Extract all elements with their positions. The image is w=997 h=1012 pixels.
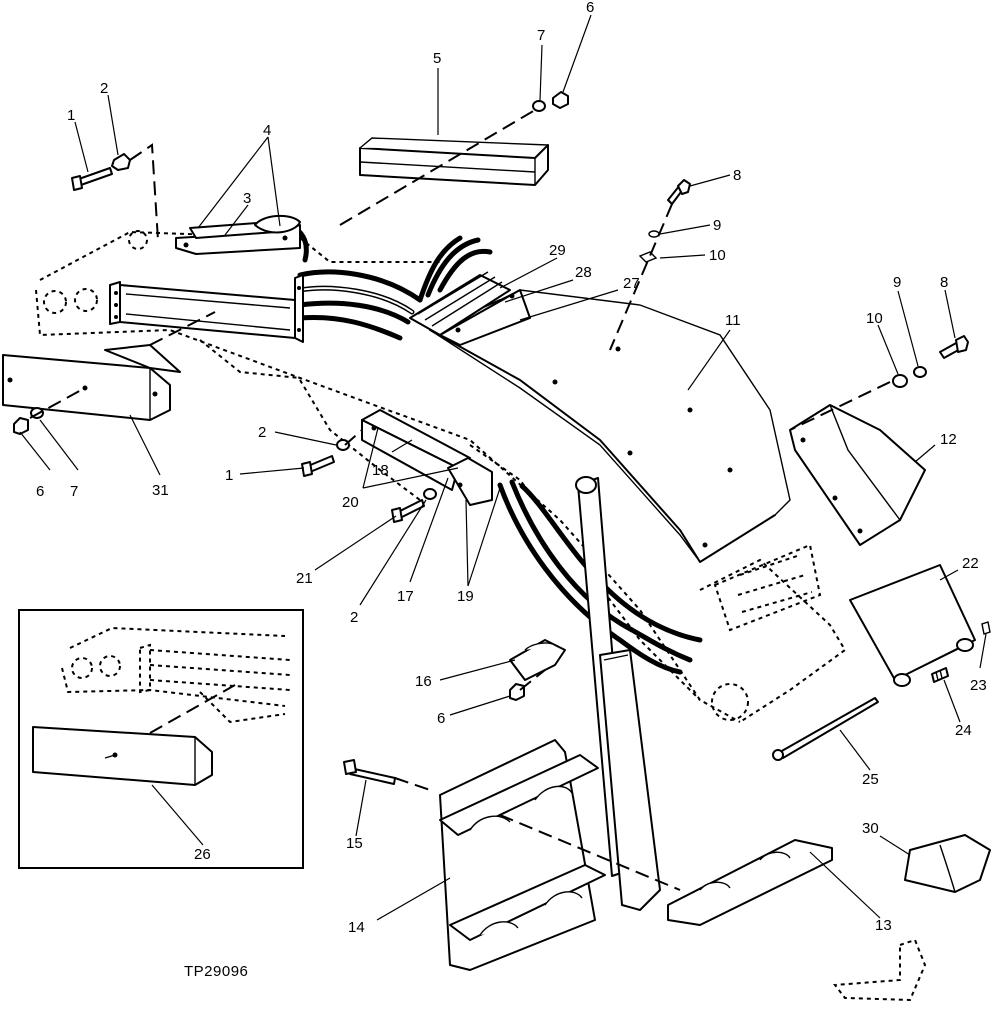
callout-15: 15 [346, 835, 363, 852]
callout-6c: 6 [437, 710, 445, 727]
callout-12: 12 [940, 431, 957, 448]
callout-8: 8 [733, 167, 741, 184]
figure-code: TP29096 [184, 963, 248, 980]
hardware [13, 91, 969, 785]
support-part-13 [667, 839, 833, 926]
callout-31: 31 [152, 482, 169, 499]
callout-10: 10 [709, 247, 726, 264]
callout-6b: 6 [36, 483, 44, 500]
callout-19: 19 [457, 588, 474, 605]
callout-26: 26 [194, 846, 211, 863]
channel-part-5 [359, 137, 549, 186]
cover-part-12 [789, 404, 926, 546]
leader-lines [19, 14, 987, 921]
callout-2: 2 [100, 80, 108, 97]
callout-25: 25 [862, 771, 879, 788]
callout-3: 3 [243, 190, 251, 207]
callout-21: 21 [296, 570, 313, 587]
boom-end-plate [109, 274, 304, 343]
plate-part-22 [849, 564, 976, 687]
dashed-bracket [833, 938, 927, 1002]
callout-5: 5 [433, 50, 441, 67]
bracket-part-18 [361, 409, 493, 506]
guard-part-14 [439, 739, 606, 971]
callout-8b: 8 [940, 274, 948, 291]
callout-1b: 1 [225, 467, 233, 484]
callout-2c: 2 [350, 609, 358, 626]
callout-7: 7 [537, 27, 545, 44]
callout-9: 9 [713, 217, 721, 234]
clip-part-16 [509, 639, 566, 681]
boom-cylinder [575, 476, 661, 911]
callout-16: 16 [415, 673, 432, 690]
pins-and-rod [772, 621, 991, 761]
assembly-lines [29, 109, 891, 891]
callout-18: 18 [372, 462, 389, 479]
callout-2b: 2 [258, 424, 266, 441]
boom-outline [35, 230, 847, 723]
callout-numbers: 1 2 3 4 5 6 7 8 9 10 11 29 28 27 9 10 8 … [36, 0, 987, 936]
callout-24: 24 [955, 722, 972, 739]
callout-1: 1 [67, 107, 75, 124]
cover-part-30 [904, 834, 991, 893]
callout-4: 4 [263, 122, 271, 139]
upper-hose-bracket [175, 214, 301, 255]
callout-6: 6 [586, 0, 594, 16]
callout-29: 29 [549, 242, 566, 259]
callout-27: 27 [623, 275, 640, 292]
callout-9b: 9 [893, 274, 901, 291]
hose-clamp-block [409, 271, 531, 346]
callout-28: 28 [575, 264, 592, 281]
callout-13: 13 [875, 917, 892, 934]
callout-22: 22 [962, 555, 979, 572]
callout-10b: 10 [866, 310, 883, 327]
channel-part-31 [2, 344, 181, 421]
callout-23: 23 [970, 677, 987, 694]
callout-17: 17 [397, 588, 414, 605]
callout-20: 20 [342, 494, 359, 511]
callout-30: 30 [862, 820, 879, 837]
callout-14: 14 [348, 919, 365, 936]
callout-7b: 7 [70, 483, 78, 500]
inset-panel [18, 609, 304, 869]
callout-11: 11 [725, 312, 741, 329]
boom-cover-plate [429, 289, 791, 563]
